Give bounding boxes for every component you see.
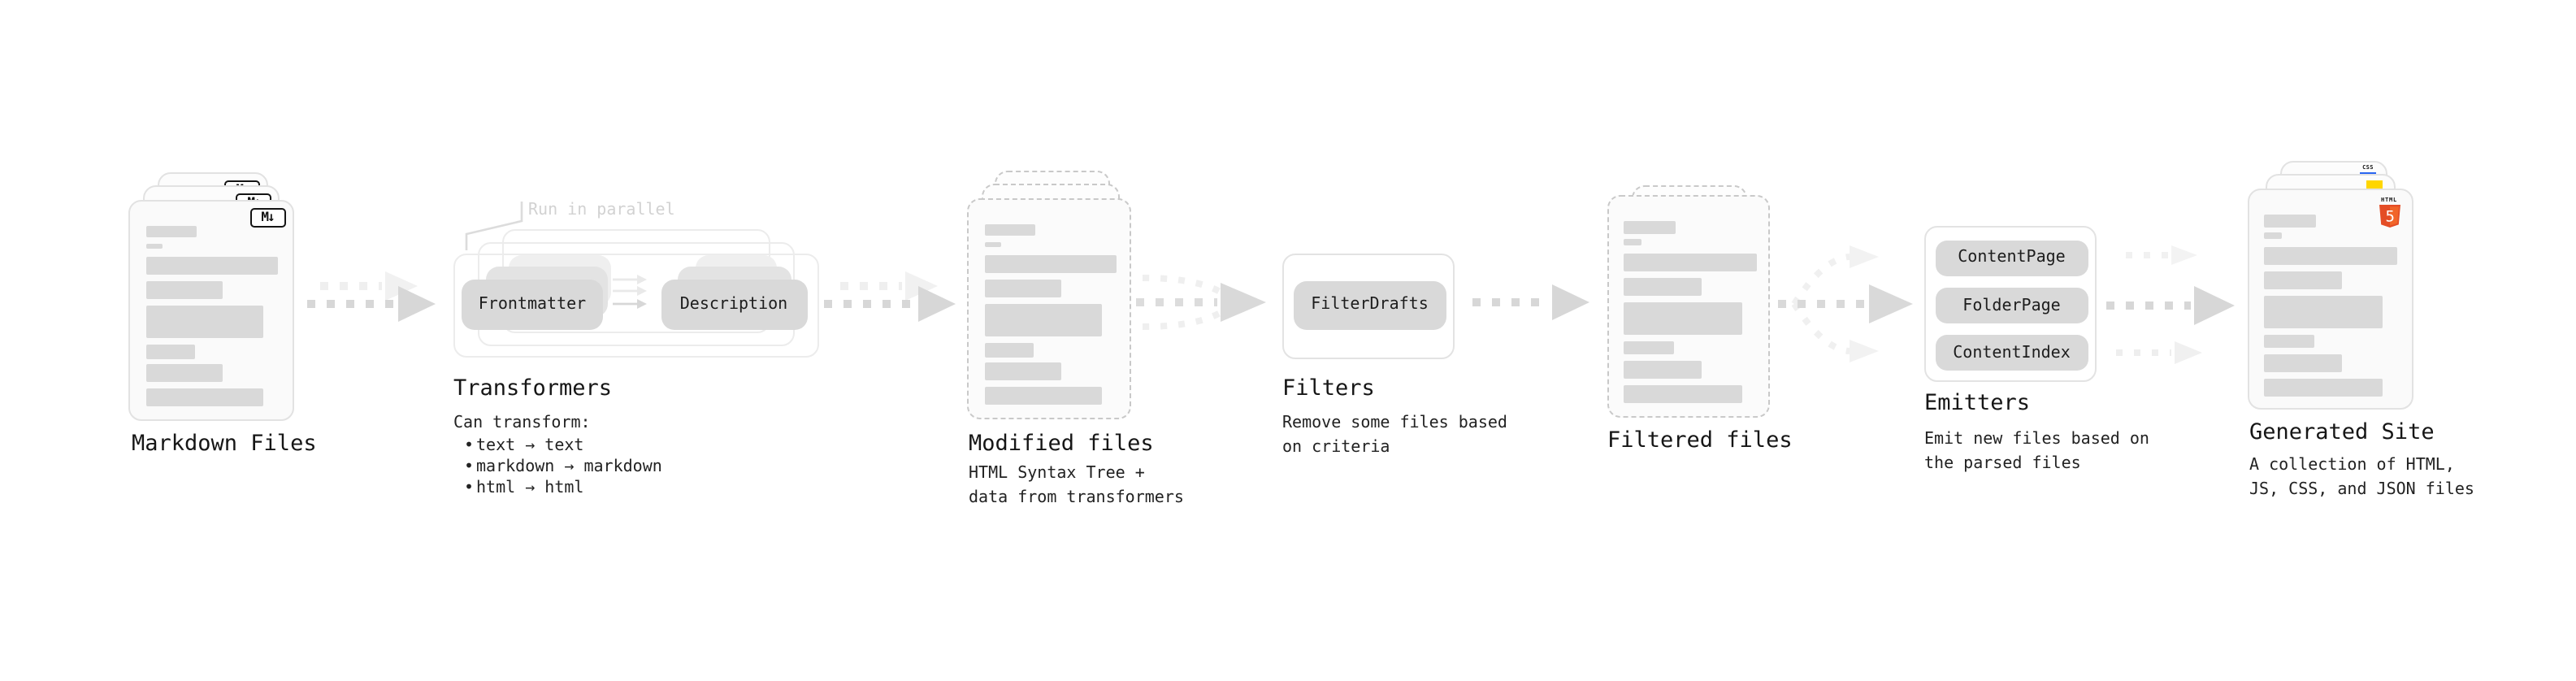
generated-site-title: Generated Site bbox=[2249, 419, 2435, 445]
markdown-files-title: Markdown Files bbox=[132, 431, 317, 457]
contentindex-pill: ContentIndex bbox=[1936, 335, 2088, 371]
text-line-placeholder bbox=[984, 304, 1102, 336]
filtered-file-card bbox=[1607, 195, 1770, 418]
text-line-placeholder bbox=[2264, 354, 2341, 371]
css-icon: CSS bbox=[2358, 163, 2378, 174]
text-line-placeholder bbox=[2264, 334, 2314, 348]
text-line-placeholder bbox=[145, 257, 278, 275]
contentpage-pill: ContentPage bbox=[1936, 240, 2088, 275]
bullet-text: markdown → markdown bbox=[476, 458, 662, 476]
svg-text:5: 5 bbox=[2384, 207, 2393, 225]
bullet-icon: • bbox=[463, 479, 475, 497]
list-item: •html → html bbox=[462, 478, 662, 499]
html5-icon: HTML 5 bbox=[2378, 197, 2400, 234]
text-line-placeholder bbox=[984, 255, 1117, 273]
text-line-placeholder bbox=[984, 241, 1001, 247]
text-line-placeholder bbox=[1624, 384, 1741, 402]
split-arrow-icon bbox=[1778, 245, 1913, 362]
text-line-placeholder bbox=[2264, 232, 2281, 238]
text-line-placeholder bbox=[2264, 246, 2396, 264]
markdown-file-card: M↓ bbox=[128, 199, 293, 420]
text-line-placeholder bbox=[145, 345, 195, 358]
html5-icon-label: HTML bbox=[2380, 197, 2398, 203]
merge-arrow-icon bbox=[1136, 275, 1266, 330]
filtered-files-title: Filtered files bbox=[1607, 427, 1793, 453]
flow-arrow-icon bbox=[307, 271, 436, 322]
description-line: A collection of HTML, bbox=[2249, 457, 2455, 475]
generated-site-description: A collection of HTML, JS, CSS, and JSON … bbox=[2249, 455, 2474, 502]
description-line: the parsed files bbox=[1924, 454, 2081, 472]
modified-files-description: HTML Syntax Tree + data from transformer… bbox=[969, 463, 1184, 510]
callout-line bbox=[465, 202, 523, 250]
javascript-icon bbox=[2366, 180, 2383, 189]
text-line-placeholder bbox=[2264, 295, 2382, 327]
list-item: •text → text bbox=[462, 436, 662, 457]
bullet-icon: • bbox=[463, 437, 475, 455]
text-line-placeholder bbox=[145, 364, 223, 382]
text-line-placeholder bbox=[984, 387, 1102, 405]
description-pill: Description bbox=[661, 279, 807, 329]
description-line: on criteria bbox=[1282, 438, 1390, 456]
run-in-parallel-label: Run in parallel bbox=[528, 202, 675, 219]
generated-html-file-card: HTML 5 bbox=[2247, 189, 2413, 410]
css-icon-label: CSS bbox=[2362, 163, 2374, 170]
bullet-icon: • bbox=[463, 458, 475, 476]
bullet-text: text → text bbox=[476, 437, 584, 455]
filters-box: FilterDrafts bbox=[1282, 254, 1455, 359]
text-line-placeholder bbox=[1624, 360, 1701, 378]
text-line-placeholder bbox=[984, 280, 1061, 297]
flow-arrow-icon bbox=[1472, 284, 1589, 320]
text-line-placeholder bbox=[2264, 378, 2382, 396]
text-line-placeholder bbox=[1624, 301, 1741, 334]
text-line-placeholder bbox=[1624, 253, 1756, 271]
transformers-title: Transformers bbox=[453, 375, 613, 401]
text-line-placeholder bbox=[984, 362, 1061, 380]
text-line-placeholder bbox=[145, 306, 263, 338]
text-line-placeholder bbox=[145, 281, 223, 299]
text-line-placeholder bbox=[1624, 340, 1673, 354]
parallel-arrows-icon bbox=[613, 275, 647, 309]
emitters-box: ContentPage FolderPage ContentIndex bbox=[1924, 226, 2097, 382]
description-line: data from transformers bbox=[969, 488, 1184, 506]
text-line-placeholder bbox=[145, 388, 263, 406]
folderpage-pill: FolderPage bbox=[1936, 288, 2088, 323]
frontmatter-pill: Frontmatter bbox=[462, 279, 603, 329]
description-line: HTML Syntax Tree + bbox=[969, 465, 1145, 483]
text-line-placeholder bbox=[2264, 271, 2341, 288]
description-line: Remove some files based bbox=[1282, 414, 1507, 432]
emitters-title: Emitters bbox=[1924, 390, 2031, 416]
filters-title: Filters bbox=[1282, 375, 1375, 401]
flow-arrow-icon bbox=[824, 271, 956, 322]
text-line-placeholder bbox=[1624, 239, 1641, 245]
css-icon-bar bbox=[2360, 171, 2376, 174]
filterdrafts-pill: FilterDrafts bbox=[1294, 280, 1446, 329]
text-line-placeholder bbox=[145, 225, 197, 237]
text-line-placeholder bbox=[984, 343, 1034, 357]
transform-bullet-list: •text → text •markdown → markdown •html … bbox=[462, 436, 662, 499]
text-line-placeholder bbox=[145, 243, 163, 249]
description-line: Emit new files based on bbox=[1924, 431, 2149, 449]
modified-files-title: Modified files bbox=[969, 431, 1154, 457]
html5-shield: 5 bbox=[2379, 205, 2400, 228]
text-line-placeholder bbox=[984, 223, 1035, 236]
transformers-intro: Can transform: bbox=[453, 414, 591, 432]
description-line: JS, CSS, and JSON files bbox=[2249, 480, 2474, 498]
text-line-placeholder bbox=[1624, 277, 1701, 295]
modified-file-card bbox=[967, 197, 1131, 419]
bullet-text: html → html bbox=[476, 479, 584, 497]
text-line-placeholder bbox=[1624, 221, 1675, 233]
markdown-icon: M↓ bbox=[249, 207, 285, 228]
emitters-description: Emit new files based on the parsed files bbox=[1924, 429, 2149, 476]
text-line-placeholder bbox=[2264, 215, 2315, 227]
transformer-layer-box bbox=[453, 254, 818, 358]
markdown-icon-label: M↓ bbox=[261, 209, 275, 224]
triple-arrow-icon bbox=[2106, 245, 2235, 364]
list-item: •markdown → markdown bbox=[462, 457, 662, 478]
filters-description: Remove some files based on criteria bbox=[1282, 413, 1507, 460]
